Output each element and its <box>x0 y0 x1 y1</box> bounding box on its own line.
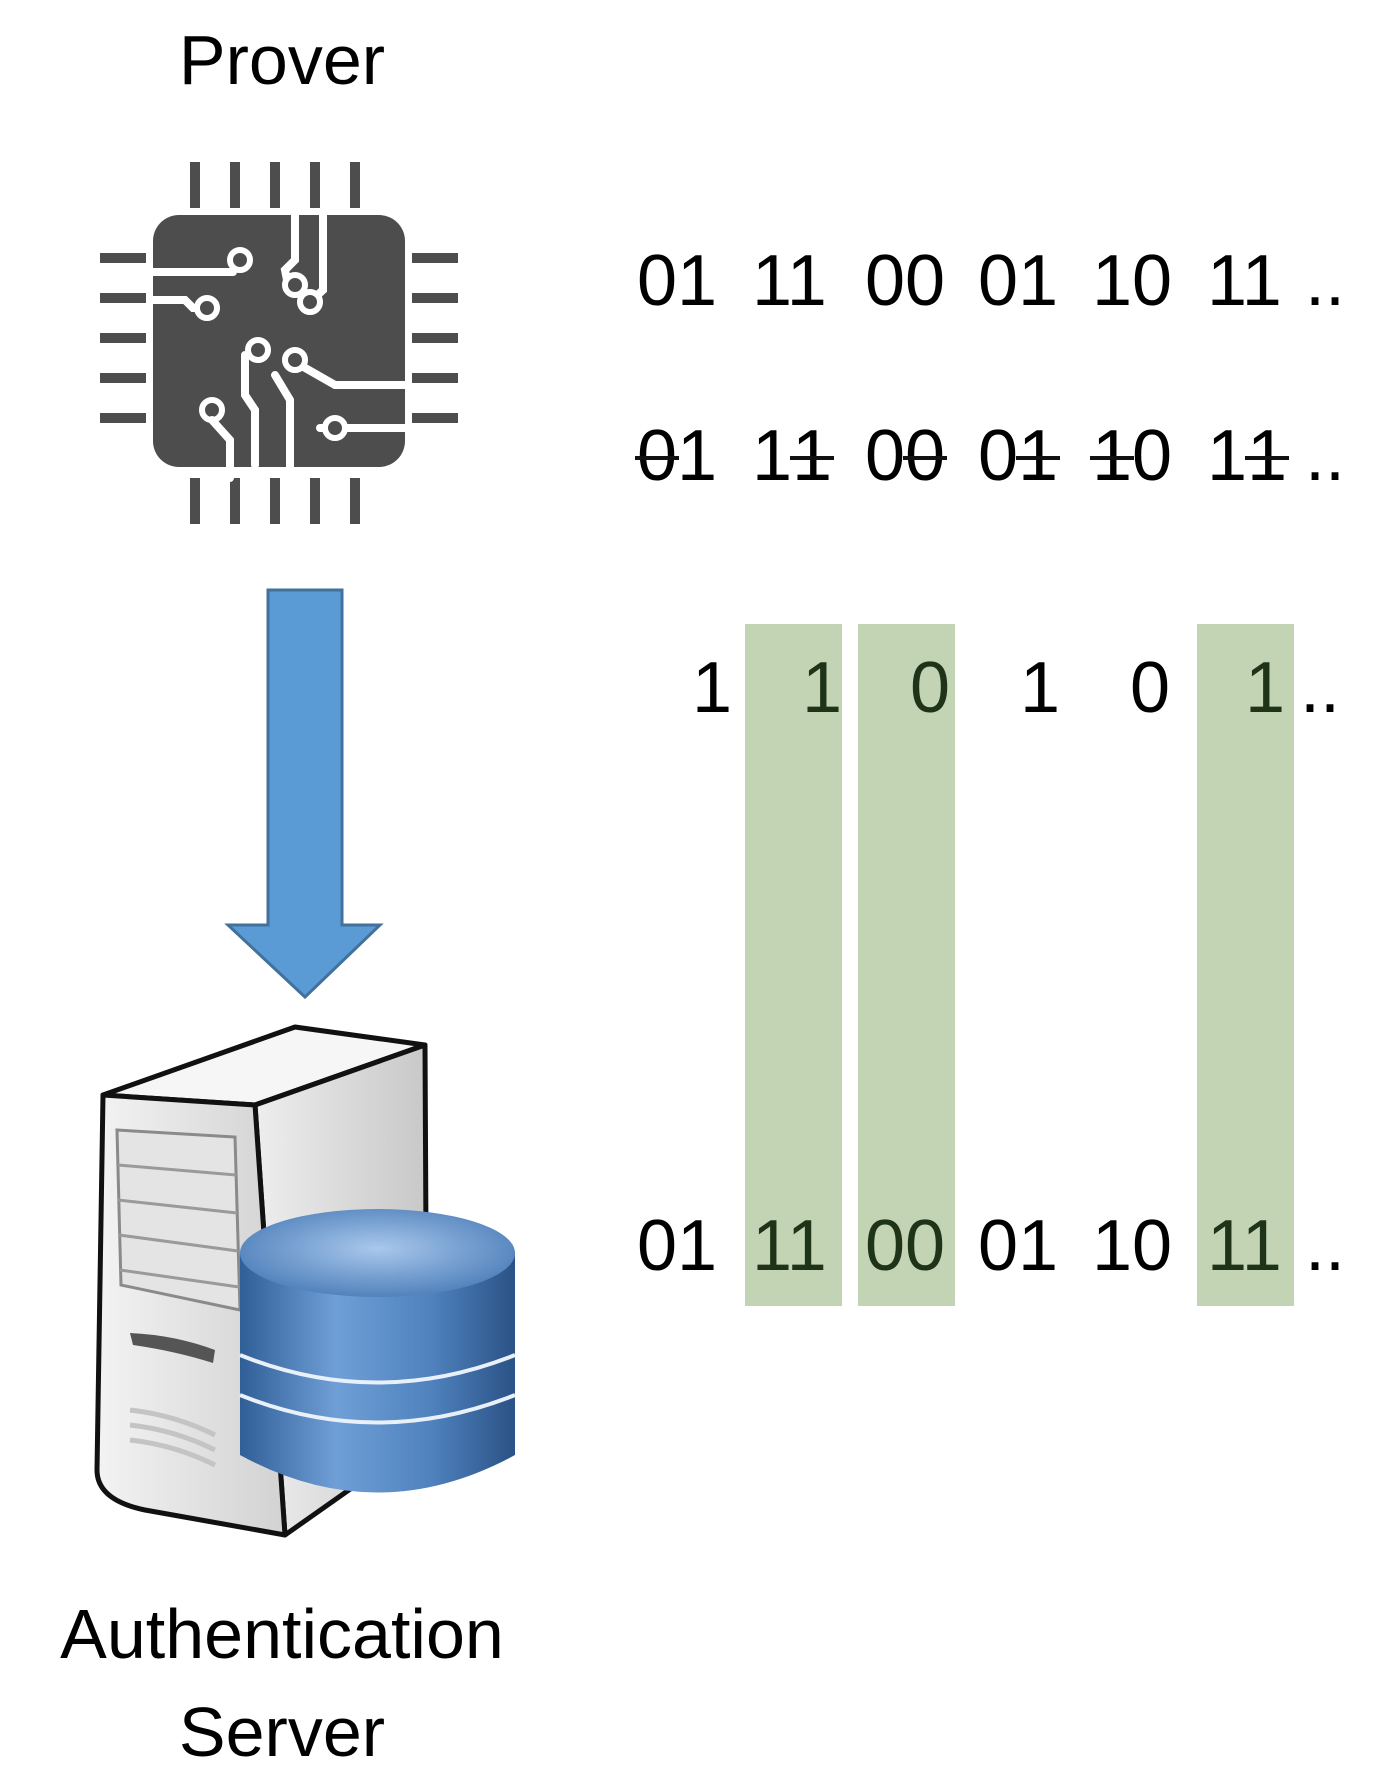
struck-bit-pair: 11 <box>752 416 835 496</box>
server-label: Authentication Server <box>0 1585 564 1781</box>
highlight-column <box>745 624 842 1306</box>
bit-pair: 10 <box>1092 241 1173 321</box>
struck-bit: 1 <box>1016 416 1061 496</box>
kept-bit: 0 <box>1132 416 1173 496</box>
highlight-column <box>858 624 955 1306</box>
bit-pair: 11 <box>1207 241 1282 321</box>
prover-label: Prover <box>178 21 386 99</box>
struck-bit: 1 <box>790 416 835 496</box>
struck-bit: 0 <box>634 416 680 496</box>
ellipsis: .. <box>1300 648 1341 728</box>
bit: 1 <box>802 648 843 728</box>
kept-bit: 0 <box>865 416 906 496</box>
bit-pair: 01 <box>978 1206 1059 1286</box>
server-label-line1: Authentication <box>60 1595 504 1673</box>
bit: 1 <box>1245 648 1286 728</box>
struck-bit-pair: 00 <box>865 416 948 496</box>
bit-pair: 01 <box>978 241 1059 321</box>
bit-pair: 11 <box>752 241 827 321</box>
struck-bit: 1 <box>1089 416 1135 496</box>
bit-pair: 11 <box>1207 1206 1282 1286</box>
struck-bit-pair: 11 <box>1207 416 1290 496</box>
chip-icon <box>100 162 458 524</box>
ellipsis: .. <box>1305 1206 1346 1286</box>
struck-bit-pair: 10 <box>1089 416 1172 496</box>
kept-bit: 1 <box>752 416 793 496</box>
bit-pair: 01 <box>637 241 718 321</box>
struck-bit-pair: 01 <box>634 416 717 496</box>
bit-pair: 01 <box>637 1206 718 1286</box>
highlight-column <box>1197 624 1294 1306</box>
bit-pair: 10 <box>1092 1206 1173 1286</box>
struck-bit: 1 <box>1245 416 1290 496</box>
kept-bit: 0 <box>978 416 1019 496</box>
server-label-line2: Server <box>178 1693 386 1771</box>
bit: 1 <box>692 648 733 728</box>
bit: 0 <box>910 648 951 728</box>
bit: 1 <box>1020 648 1061 728</box>
bit-pair: 00 <box>865 1206 946 1286</box>
kept-bit: 1 <box>1207 416 1248 496</box>
kept-bit: 1 <box>677 416 718 496</box>
ellipsis: .. <box>1305 416 1346 496</box>
bit-pair: 11 <box>752 1206 827 1286</box>
struck-bit: 0 <box>903 416 948 496</box>
ellipsis: .. <box>1305 241 1346 321</box>
struck-bit-pair: 01 <box>978 416 1061 496</box>
bit: 0 <box>1130 648 1171 728</box>
database-icon <box>239 1209 516 1493</box>
bit-pair: 00 <box>865 241 946 321</box>
down-arrow-icon <box>224 588 384 1000</box>
